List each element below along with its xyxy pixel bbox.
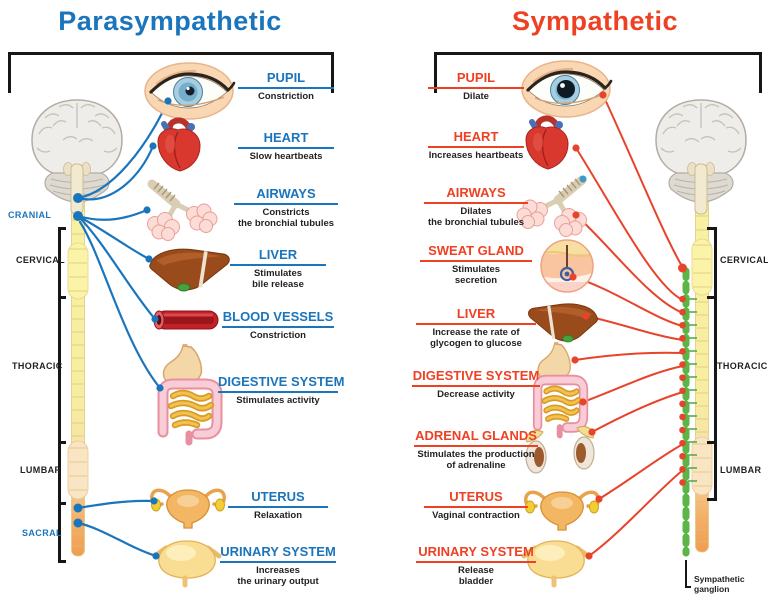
sympathetic-label-adrenal-glands: ADRENAL GLANDS Stimulates the production… xyxy=(414,428,538,471)
ganglion-pointer-line xyxy=(685,560,687,588)
heart-illustration-sympathetic xyxy=(526,118,568,169)
organ-heading: LIVER xyxy=(230,247,326,266)
brain-sympathetic xyxy=(655,99,747,215)
organ-effect: Constriction xyxy=(250,330,306,341)
sympathetic-label-pupil: PUPIL Dilate xyxy=(428,70,524,103)
region-label-cranial: CRANIAL xyxy=(8,210,52,220)
parasympathetic-label-pupil: PUPIL Constriction xyxy=(238,70,334,103)
sympathetic-label-uterus: UTERUS Vaginal contraction xyxy=(424,489,528,522)
region-label-sacral: SACRAL xyxy=(22,528,62,538)
organ-heading: UTERUS xyxy=(424,489,528,508)
sympathetic-bracket xyxy=(434,52,762,93)
organ-effect: Constriction xyxy=(258,91,314,102)
organ-heading: URINARY SYSTEM xyxy=(416,544,536,563)
liver-illustration-parasympathetic xyxy=(147,247,232,293)
organ-heading: LIVER xyxy=(416,306,536,325)
organ-heading: BLOOD VESSELS xyxy=(222,309,334,328)
sympathetic-nerves xyxy=(572,94,684,557)
bracket-tick xyxy=(58,560,66,563)
organ-heading: URINARY SYSTEM xyxy=(220,544,336,563)
parasympathetic-label-digestive-system: DIGESTIVE SYSTEM Stimulates activity xyxy=(218,374,344,407)
region-label-lumbar-left: LUMBAR xyxy=(20,465,62,475)
organ-effect: Slow heartbeats xyxy=(249,151,323,162)
parasympathetic-label-heart: HEART Slow heartbeats xyxy=(238,130,334,163)
organ-effect: Vaginal contraction xyxy=(432,510,520,521)
spinal-cord-parasympathetic xyxy=(67,193,89,557)
blood-vessel-illustration xyxy=(153,310,219,330)
organ-effect: Dilate xyxy=(463,91,489,102)
sweat-gland-illustration xyxy=(539,238,595,294)
organ-heading: DIGESTIVE SYSTEM xyxy=(412,368,540,387)
organ-effect: Stimulates the production of adrenaline xyxy=(417,449,535,471)
organ-heading: PUPIL xyxy=(238,70,334,89)
uterus-illustration-sympathetic xyxy=(523,490,601,532)
organ-heading: AIRWAYS xyxy=(234,186,338,205)
parasympathetic-title: Parasympathetic xyxy=(58,6,282,36)
digestive-system-illustration-sympathetic xyxy=(538,342,584,435)
bladder-illustration-parasympathetic xyxy=(155,541,219,585)
parasympathetic-bracket xyxy=(8,52,334,93)
sympathetic-label-heart: HEART Increases heartbeats xyxy=(428,129,524,162)
sympathetic-label-sweat-gland: SWEAT GLAND Stimulates secretion xyxy=(420,243,532,286)
organ-effect: Relaxation xyxy=(253,510,303,521)
sympathetic-label-digestive-system: DIGESTIVE SYSTEM Decrease activity xyxy=(412,368,540,401)
parasympathetic-label-uterus: UTERUS Relaxation xyxy=(228,489,328,522)
bracket-tick xyxy=(707,296,715,299)
eye-illustration-sympathetic xyxy=(520,59,613,119)
sympathetic-label-liver: LIVER Increase the rate of glycogen to g… xyxy=(416,306,536,349)
region-label-cervical-right: CERVICAL xyxy=(720,255,768,265)
bracket-tick xyxy=(58,441,66,444)
sympathetic-label-urinary-system: URINARY SYSTEM Release bladder xyxy=(416,544,536,587)
uterus-illustration-parasympathetic xyxy=(149,488,227,530)
organ-heading: ADRENAL GLANDS xyxy=(414,428,538,447)
spine-region-bracket-right xyxy=(714,227,717,501)
bracket-tick xyxy=(707,227,715,230)
sympathetic-ganglion-label: Sympathetic ganglion xyxy=(694,574,745,594)
parasympathetic-label-liver: LIVER Stimulates bile release xyxy=(230,247,326,290)
parasympathetic-label-urinary-system: URINARY SYSTEM Increases the urinary out… xyxy=(220,544,336,587)
region-label-lumbar-right: LUMBAR xyxy=(720,465,762,475)
bracket-tick xyxy=(58,227,66,230)
parasympathetic-label-blood-vessels: BLOOD VESSELS Constriction xyxy=(222,309,334,342)
bracket-tick xyxy=(58,296,66,299)
organ-heading: DIGESTIVE SYSTEM xyxy=(218,374,344,393)
sympathetic-ganglion-chain xyxy=(682,267,697,557)
organ-effect: Increases the urinary output xyxy=(237,565,319,587)
organ-heading: PUPIL xyxy=(428,70,524,89)
organ-heading: UTERUS xyxy=(228,489,328,508)
airways-illustration-parasympathetic xyxy=(148,183,218,241)
organ-effect: Dilates the bronchial tubules xyxy=(427,206,525,228)
digestive-system-illustration-parasympathetic xyxy=(163,344,217,442)
organ-effect: Stimulates activity xyxy=(236,395,320,406)
organ-heading: SWEAT GLAND xyxy=(420,243,532,262)
organ-effect: Stimulates secretion xyxy=(451,264,501,286)
organ-heading: HEART xyxy=(428,129,524,148)
eye-illustration-parasympathetic xyxy=(143,61,236,121)
parasympathetic-label-airways: AIRWAYS Constricts the bronchial tubules xyxy=(234,186,338,229)
ganglion-pointer-tick xyxy=(685,586,691,588)
region-label-thoracic-right: THORACIC xyxy=(717,361,768,371)
organ-heading: AIRWAYS xyxy=(424,185,528,204)
organ-effect: Decrease activity xyxy=(437,389,515,400)
airways-illustration-sympathetic xyxy=(517,176,587,237)
bracket-tick xyxy=(707,441,715,444)
organ-effect: Release bladder xyxy=(458,565,494,587)
sympathetic-label-airways: AIRWAYS Dilates the bronchial tubules xyxy=(424,185,528,228)
region-label-thoracic-left: THORACIC xyxy=(12,361,63,371)
organ-effect: Increase the rate of glycogen to glucose xyxy=(430,327,522,349)
parasympathetic-nerves xyxy=(76,99,170,558)
sympathetic-title: Sympathetic xyxy=(511,6,679,36)
spine-region-bracket-left xyxy=(58,227,61,563)
bracket-tick xyxy=(707,498,715,501)
organ-effect: Increases heartbeats xyxy=(428,150,524,161)
heart-illustration-parasympathetic xyxy=(158,120,200,171)
organ-heading: HEART xyxy=(238,130,334,149)
nerve-connection-dots xyxy=(73,91,687,560)
bracket-tick xyxy=(58,502,66,505)
organ-effect: Constricts the bronchial tubules xyxy=(237,207,335,229)
region-label-cervical-left: CERVICAL xyxy=(16,255,66,265)
organ-effect: Stimulates bile release xyxy=(252,268,304,290)
liver-illustration-sympathetic xyxy=(526,302,600,344)
